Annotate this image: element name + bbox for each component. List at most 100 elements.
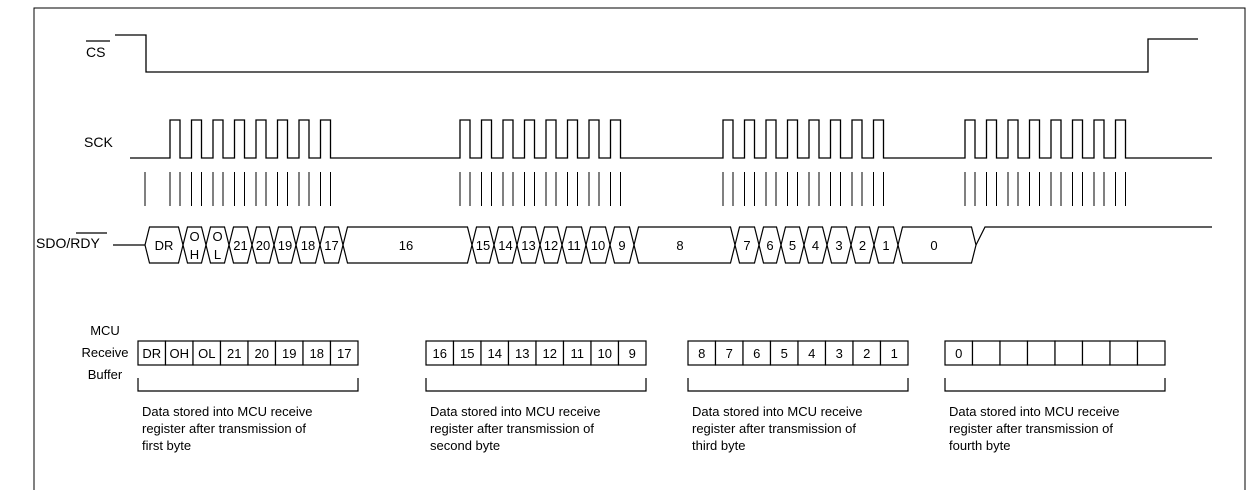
sdo-bit-label: H	[190, 247, 199, 262]
buffer-caption: Data stored into MCU receive	[949, 404, 1120, 419]
diagram-frame	[33, 7, 1246, 490]
sdo-bit-label: 6	[766, 238, 773, 253]
buffer-cell	[687, 340, 717, 366]
buffer-cell	[137, 340, 167, 366]
sck-signal-label: SCK	[84, 134, 113, 150]
sdo-bit-label: O	[189, 229, 199, 244]
buffer-cell-value: 20	[255, 346, 269, 361]
buffer-bracket	[944, 378, 1166, 392]
sdo-bit-label: 2	[859, 238, 866, 253]
buffer-cell-value: 10	[598, 346, 612, 361]
buffer-caption: Data stored into MCU receive	[430, 404, 601, 419]
sdo-bit-label: 1	[882, 238, 889, 253]
buffer-cell	[714, 340, 744, 366]
buffer-cell	[999, 340, 1029, 366]
sampling-ticks	[144, 172, 1126, 206]
buffer-cell	[562, 340, 592, 366]
buffer-bracket	[137, 378, 359, 392]
buffer-cell	[192, 340, 222, 366]
sdo-bit-label: 0	[930, 238, 937, 253]
buffer-caption: Data stored into MCU receive	[142, 404, 313, 419]
buffer-cell	[1109, 340, 1139, 366]
sdo-bit-label: L	[214, 247, 221, 262]
buffer-caption: second byte	[430, 438, 500, 453]
buffer-cell-value: 13	[515, 346, 529, 361]
sdo-bit-label: 20	[256, 238, 270, 253]
buffer-cell-value: 19	[282, 346, 296, 361]
buffer-cell-value: OH	[170, 346, 190, 361]
sdo-bit-label: 5	[789, 238, 796, 253]
sdo-bit-label: 18	[301, 238, 315, 253]
sdo-ready-line	[975, 226, 1212, 246]
buffer-caption: register after transmission of	[142, 421, 306, 436]
buffer-cell-value: 11	[571, 346, 585, 361]
buffer-cell	[617, 340, 647, 366]
buffer-cell	[1026, 340, 1056, 366]
sdo-bit-label: DR	[155, 238, 174, 253]
buffer-cell-value: 21	[227, 346, 241, 361]
mcu-label-line-2: Receive	[82, 345, 129, 360]
sdo-bit-label: O	[212, 229, 222, 244]
mcu-label-line-3: Buffer	[88, 367, 123, 382]
sdo-bit-label: 16	[399, 238, 413, 253]
buffer-cell-value: 17	[337, 346, 351, 361]
sdo-bit-label: 17	[324, 238, 338, 253]
buffer-bracket	[687, 378, 909, 392]
buffer-cell	[425, 340, 455, 366]
buffer-cell	[1081, 340, 1111, 366]
buffer-cell	[852, 340, 882, 366]
buffer-cell	[274, 340, 304, 366]
buffer-cell	[879, 340, 909, 366]
mcu-label-line-1: MCU	[90, 323, 120, 338]
buffer-caption: register after transmission of	[949, 421, 1113, 436]
buffer-cell-value: 18	[310, 346, 324, 361]
buffer-cell	[507, 340, 537, 366]
sdo-bit-label: 7	[743, 238, 750, 253]
buffer-cell-value: 1	[891, 346, 898, 361]
buffer-caption: Data stored into MCU receive	[692, 404, 863, 419]
buffer-cell	[971, 340, 1001, 366]
buffer-cell	[329, 340, 359, 366]
buffer-cell-value: 0	[955, 346, 962, 361]
sdo-bit-label: 9	[618, 238, 625, 253]
buffer-caption: register after transmission of	[430, 421, 594, 436]
buffer-cell	[1136, 340, 1166, 366]
buffer-cell-value: 5	[781, 346, 788, 361]
buffer-caption: first byte	[142, 438, 191, 453]
sdo-bit-label: 12	[544, 238, 558, 253]
buffer-cell	[590, 340, 620, 366]
buffer-cell-value: 9	[629, 346, 636, 361]
sck-waveform	[130, 119, 1212, 159]
buffer-cell	[480, 340, 510, 366]
buffer-bracket	[425, 378, 647, 392]
buffer-cell-value: 6	[753, 346, 760, 361]
sdo-bit-label: 10	[591, 238, 605, 253]
buffer-cell-value: 2	[863, 346, 870, 361]
sdo-bit-label: 11	[567, 238, 581, 253]
buffer-cell-value: 7	[726, 346, 733, 361]
sdo-bit-label: 13	[521, 238, 535, 253]
buffer-cell-value: OL	[198, 346, 215, 361]
buffer-cell	[1054, 340, 1084, 366]
sdo-bit-segment	[633, 226, 736, 264]
sdo-bit-label: 15	[476, 238, 490, 253]
buffer-cell	[742, 340, 772, 366]
buffer-caption: third byte	[692, 438, 745, 453]
cs-waveform	[115, 34, 1198, 73]
sdo-signal-label: SDO/RDY	[36, 235, 100, 251]
buffer-cell	[944, 340, 974, 366]
cs-signal-label: CS	[86, 44, 105, 60]
buffer-cell-value: DR	[142, 346, 161, 361]
sdo-bit-label: 21	[233, 238, 247, 253]
buffer-cell-value: 12	[543, 346, 557, 361]
buffer-caption: fourth byte	[949, 438, 1010, 453]
sdo-bit-label: 4	[812, 238, 819, 253]
buffer-cell	[769, 340, 799, 366]
